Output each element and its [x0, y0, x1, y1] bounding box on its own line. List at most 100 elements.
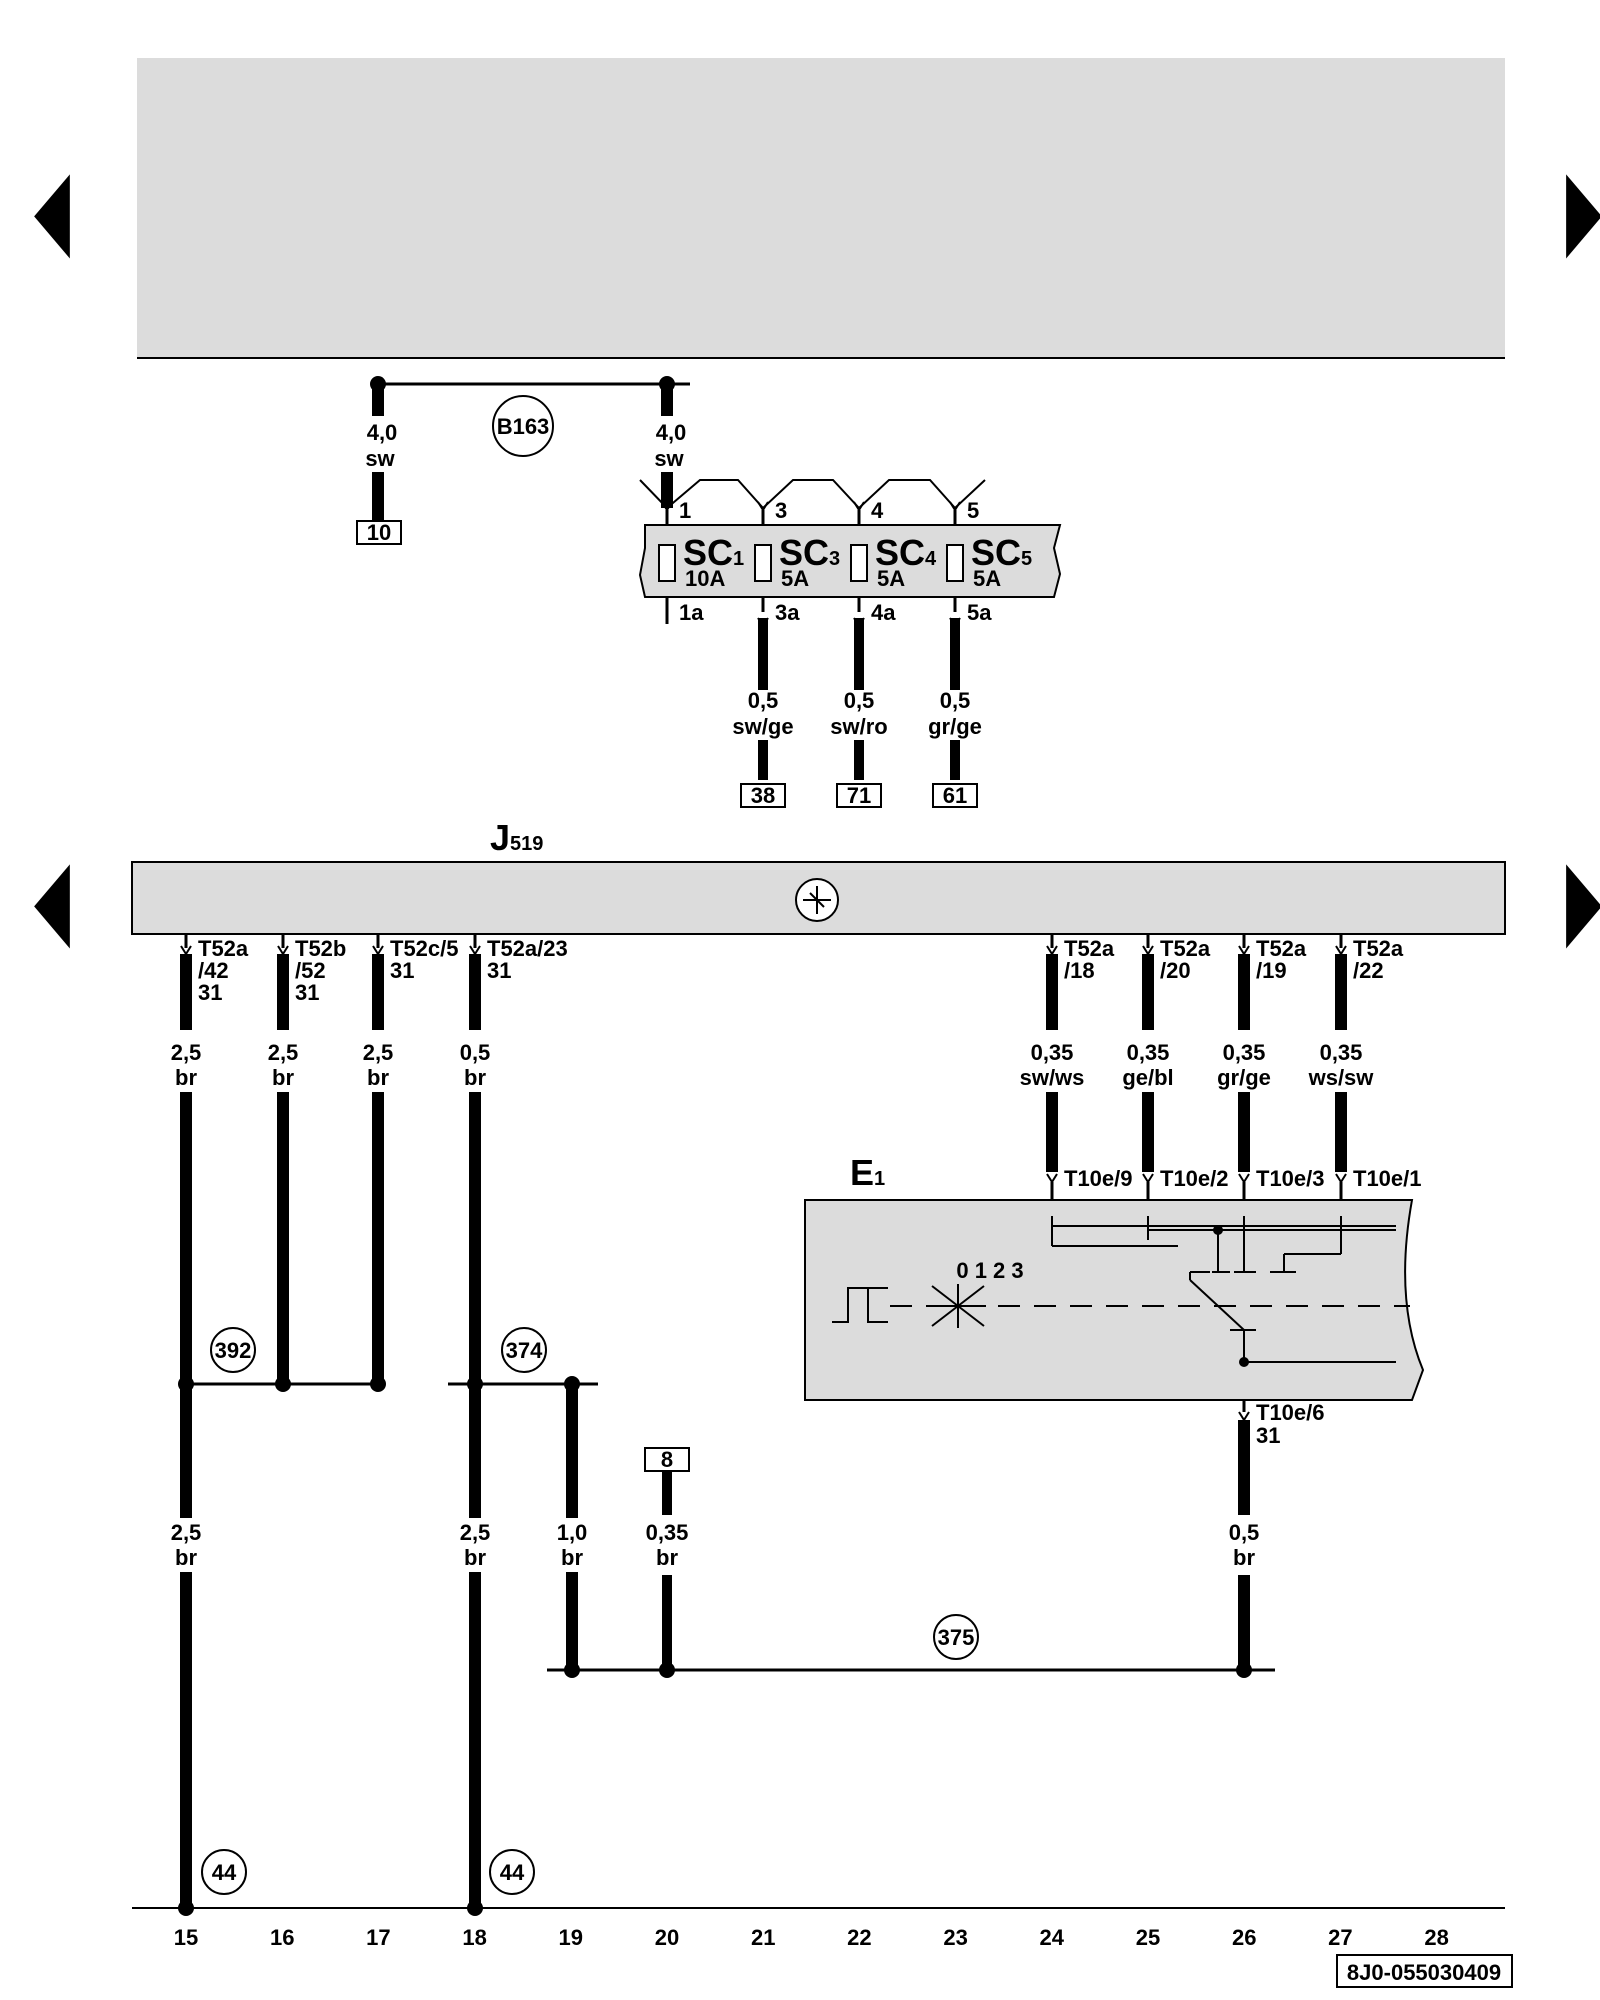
fuse-icon	[754, 544, 772, 582]
switch-symbol	[832, 1216, 1410, 1363]
label-mask	[1214, 1518, 1274, 1572]
wire-size: 0,35	[1223, 1040, 1266, 1065]
column-number: 15	[174, 1925, 198, 1950]
pin-arrow-icon	[1046, 1173, 1058, 1184]
wire-color: ge/bl	[1122, 1065, 1173, 1090]
column-number: 23	[943, 1925, 967, 1950]
wire-color: br	[272, 1065, 294, 1090]
ground-point-circle	[933, 1614, 979, 1660]
pin-label: T52a	[198, 936, 249, 961]
wire-color: br	[464, 1065, 486, 1090]
wire-color: ws/sw	[1308, 1065, 1375, 1090]
wire-color: br	[1233, 1545, 1255, 1570]
pin-label: T10e/9	[1064, 1166, 1133, 1191]
wire-color: sw/ge	[732, 714, 793, 739]
fuse-icon	[850, 544, 868, 582]
connector-b163-label: B163	[497, 414, 550, 439]
wire-color: br	[175, 1065, 197, 1090]
wire-size: 0,35	[1127, 1040, 1170, 1065]
pin-label: T52a	[1160, 936, 1211, 961]
pin-arrow-icon	[757, 501, 769, 512]
j519-label: J519	[490, 817, 543, 858]
wire-size: 4,0	[656, 420, 687, 445]
e1-label: E1	[850, 1152, 885, 1193]
pin-label: T52c/5	[390, 936, 459, 961]
wire-size: 0,5	[1229, 1520, 1260, 1545]
fuse-pin-out: 5a	[967, 600, 992, 625]
fuse-pin-in: 5	[967, 498, 979, 523]
fuse-name: SC4	[875, 532, 937, 573]
wire-color: br	[175, 1545, 197, 1570]
ref-box	[740, 783, 786, 808]
fuse-rating: 5A	[877, 566, 905, 591]
ground-point-label: 375	[938, 1625, 975, 1650]
ground-point-circle	[501, 1327, 547, 1373]
pin-label: T52a	[1353, 936, 1404, 961]
column-number: 25	[1136, 1925, 1160, 1950]
ref-box-label: 10	[367, 520, 391, 545]
column-number: 17	[366, 1925, 390, 1950]
e1-light-switch	[804, 1199, 1425, 1401]
label-mask	[637, 1518, 697, 1572]
wire-color: sw/ro	[830, 714, 887, 739]
drawing-code-box	[1336, 1954, 1513, 1988]
connector-b163	[492, 395, 554, 457]
pin-label: T52a	[1064, 936, 1115, 961]
ref-box	[932, 783, 978, 808]
pin-label: T10e/1	[1353, 1166, 1422, 1191]
pin-arrow-icon	[853, 501, 865, 512]
pin-label: /42	[198, 958, 229, 983]
pin-label: 31	[487, 958, 511, 983]
pin-label: /20	[1160, 958, 1191, 983]
wire-color: sw	[365, 446, 395, 471]
pin-label: T52b	[295, 936, 346, 961]
ref-box-label: 61	[943, 783, 967, 808]
ref-box-label: 38	[751, 783, 775, 808]
ref-box	[836, 783, 882, 808]
fuse-pin-in: 3	[775, 498, 787, 523]
column-number: 24	[1040, 1925, 1065, 1950]
wire-size: 1,0	[557, 1520, 588, 1545]
wire-size: 0,35	[1320, 1040, 1363, 1065]
upper-fuse-panel	[137, 58, 1505, 358]
nav-arrow-left-upper[interactable]: ◀	[34, 146, 70, 269]
wire-color: sw	[654, 446, 684, 471]
fuse-pin-in: 1	[679, 498, 691, 523]
pin-label: T10e/3	[1256, 1166, 1325, 1191]
wire-color: br	[464, 1545, 486, 1570]
wire-size: 0,5	[460, 1040, 491, 1065]
pin-arrow-icon	[949, 501, 961, 512]
transistor-icon	[803, 886, 831, 914]
nav-arrow-right-lower[interactable]: ▶	[1566, 836, 1600, 959]
splice-dot	[1239, 1357, 1249, 1367]
ref-box	[356, 520, 402, 545]
column-number: 21	[751, 1925, 775, 1950]
ground-point-circle	[489, 1849, 535, 1895]
pin-label: /19	[1256, 958, 1287, 983]
pin-label: /22	[1353, 958, 1384, 983]
column-number: 19	[559, 1925, 583, 1950]
ref-box-label: 71	[847, 783, 871, 808]
ground-point-circle	[210, 1327, 256, 1373]
pin-label: T52a	[1256, 936, 1307, 961]
wire-color: br	[367, 1065, 389, 1090]
pin-label: /52	[295, 958, 326, 983]
wire-size: 0,35	[646, 1520, 689, 1545]
fuse-rating: 5A	[781, 566, 809, 591]
column-number: 26	[1232, 1925, 1256, 1950]
nav-arrow-right-upper[interactable]: ▶	[1566, 146, 1600, 269]
wire-color: gr/ge	[1217, 1065, 1271, 1090]
pin-label: 31	[295, 980, 319, 1005]
wire-color: sw/ws	[1020, 1065, 1085, 1090]
fuse-icon	[658, 544, 676, 582]
j519-module	[131, 861, 1506, 935]
fuse-name: SC3	[779, 532, 840, 573]
fuse-pin-out: 1a	[679, 600, 704, 625]
splice-dot	[1213, 1225, 1223, 1235]
fuse-rating: 10A	[685, 566, 725, 591]
splice-dot	[659, 1662, 675, 1678]
pin-arrow-icon	[1142, 1173, 1154, 1184]
ref-box-label: 8	[661, 1447, 673, 1472]
label-mask	[542, 1518, 602, 1572]
nav-arrow-left-lower[interactable]: ◀	[34, 836, 70, 959]
